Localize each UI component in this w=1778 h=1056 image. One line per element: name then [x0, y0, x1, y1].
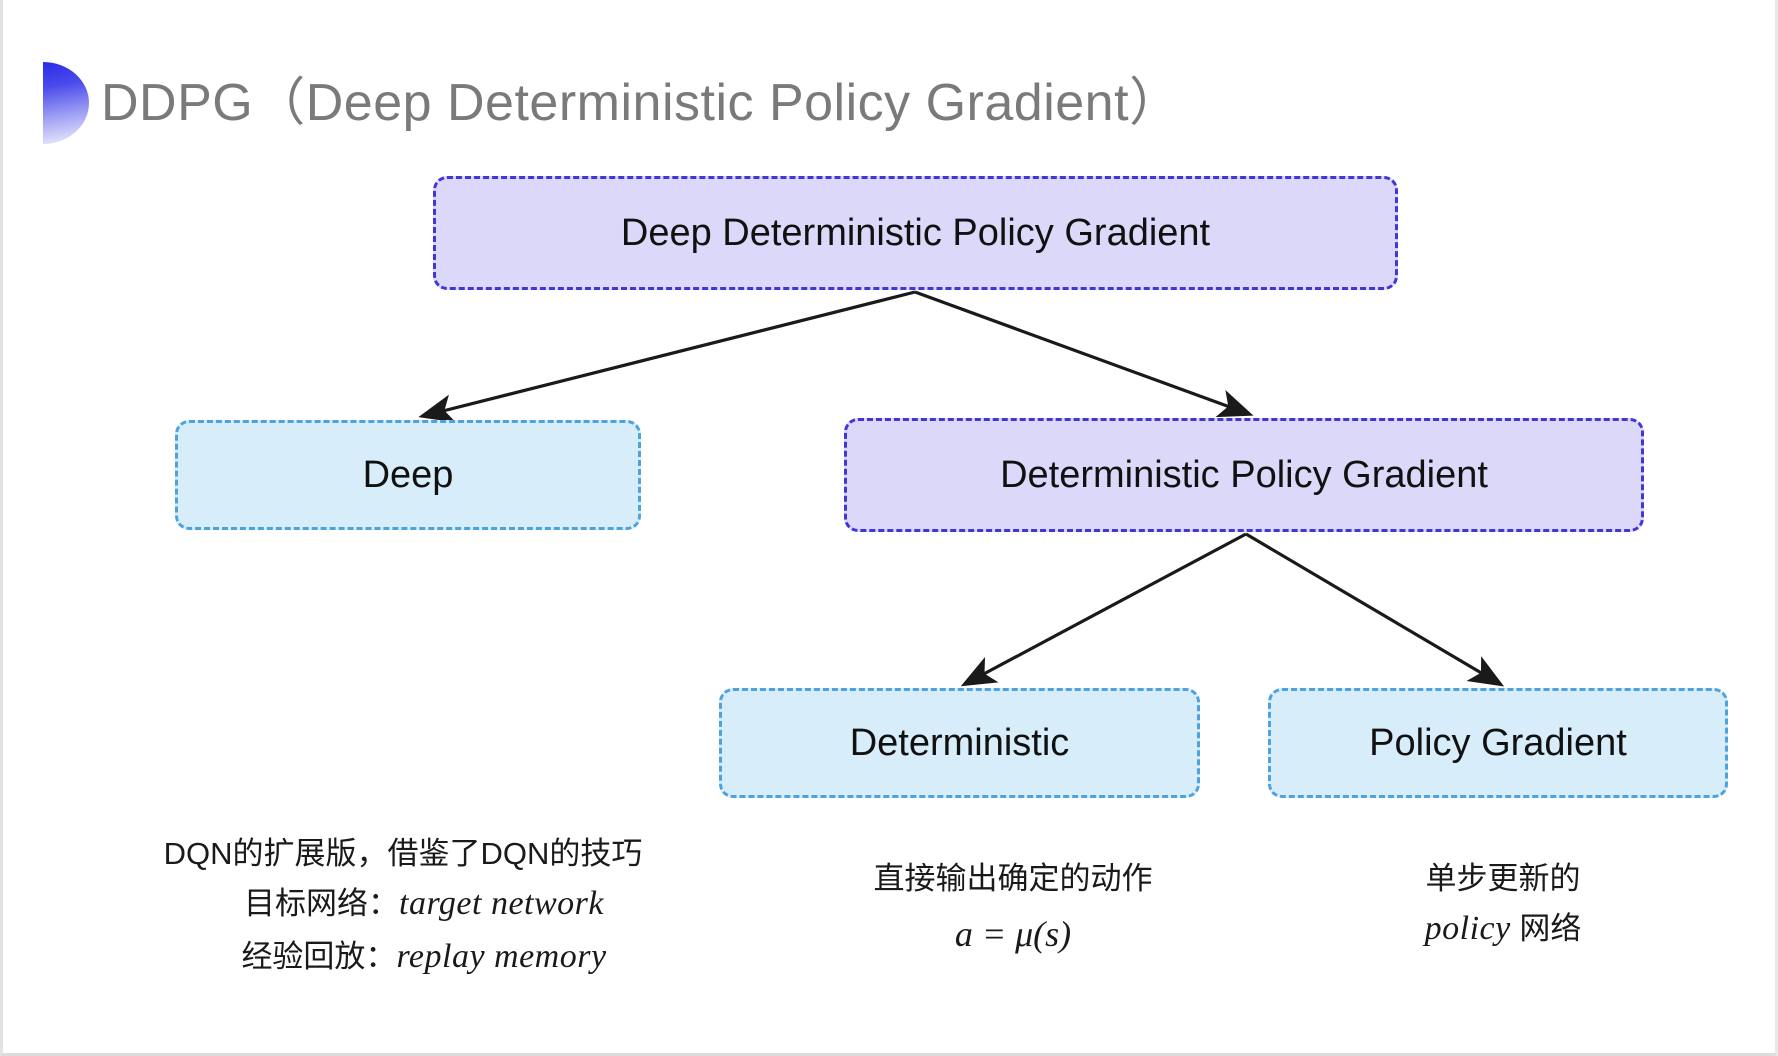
caption-deep-line3-value: replay memory [396, 937, 607, 975]
caption-deep: DQN的扩展版，借鉴了DQN的技巧 目标网络：target network 经验… [63, 830, 743, 983]
node-deterministic[interactable]: Deterministic [719, 688, 1200, 798]
node-label: Policy Gradient [1369, 721, 1627, 764]
node-deterministic-policy-gradient[interactable]: Deterministic Policy Gradient [844, 418, 1644, 532]
caption-deterministic-formula: a = μ(s) [954, 914, 1072, 955]
page-title: DDPG（Deep Deterministic Policy Gradient） [101, 74, 1182, 132]
caption-policy-gradient-value: policy [1424, 910, 1511, 948]
edge-dpg-to-policy-gradient [1245, 532, 1505, 687]
caption-deep-line3: 经验回放：replay memory [63, 931, 743, 984]
caption-deep-line2: 目标网络：target network [63, 878, 743, 931]
node-deep[interactable]: Deep [175, 420, 641, 530]
caption-deterministic: 直接输出确定的动作 a = μ(s) [733, 855, 1293, 963]
caption-deep-line2-label: 目标网络： [244, 886, 399, 922]
node-policy-gradient[interactable]: Policy Gradient [1268, 688, 1728, 798]
caption-deep-line2-value: target network [399, 885, 604, 923]
caption-policy-gradient-line1: 单步更新的 [1425, 861, 1581, 896]
caption-deep-line3-label: 经验回放： [241, 938, 397, 974]
edge-root-to-deep [418, 290, 916, 423]
edge-root-to-dpg [914, 290, 1254, 418]
half-circle-bullet-icon [43, 62, 89, 144]
edge-dpg-to-deterministic [960, 532, 1247, 687]
node-label: Deep [362, 453, 454, 496]
caption-policy-gradient-suffix: 网络 [1510, 911, 1582, 947]
caption-deterministic-line1: 直接输出确定的动作 [873, 861, 1153, 896]
node-label: Deterministic [849, 721, 1070, 764]
caption-deep-line1: DQN的扩展版，借鉴了DQN的技巧 [163, 836, 643, 871]
node-label: Deep Deterministic Policy Gradient [620, 211, 1211, 254]
caption-policy-gradient-line2: policy 网络 [1303, 903, 1703, 956]
node-label: Deterministic Policy Gradient [1000, 453, 1488, 496]
caption-policy-gradient: 单步更新的 policy 网络 [1303, 855, 1703, 956]
node-deep-deterministic-policy-gradient[interactable]: Deep Deterministic Policy Gradient [433, 176, 1398, 290]
